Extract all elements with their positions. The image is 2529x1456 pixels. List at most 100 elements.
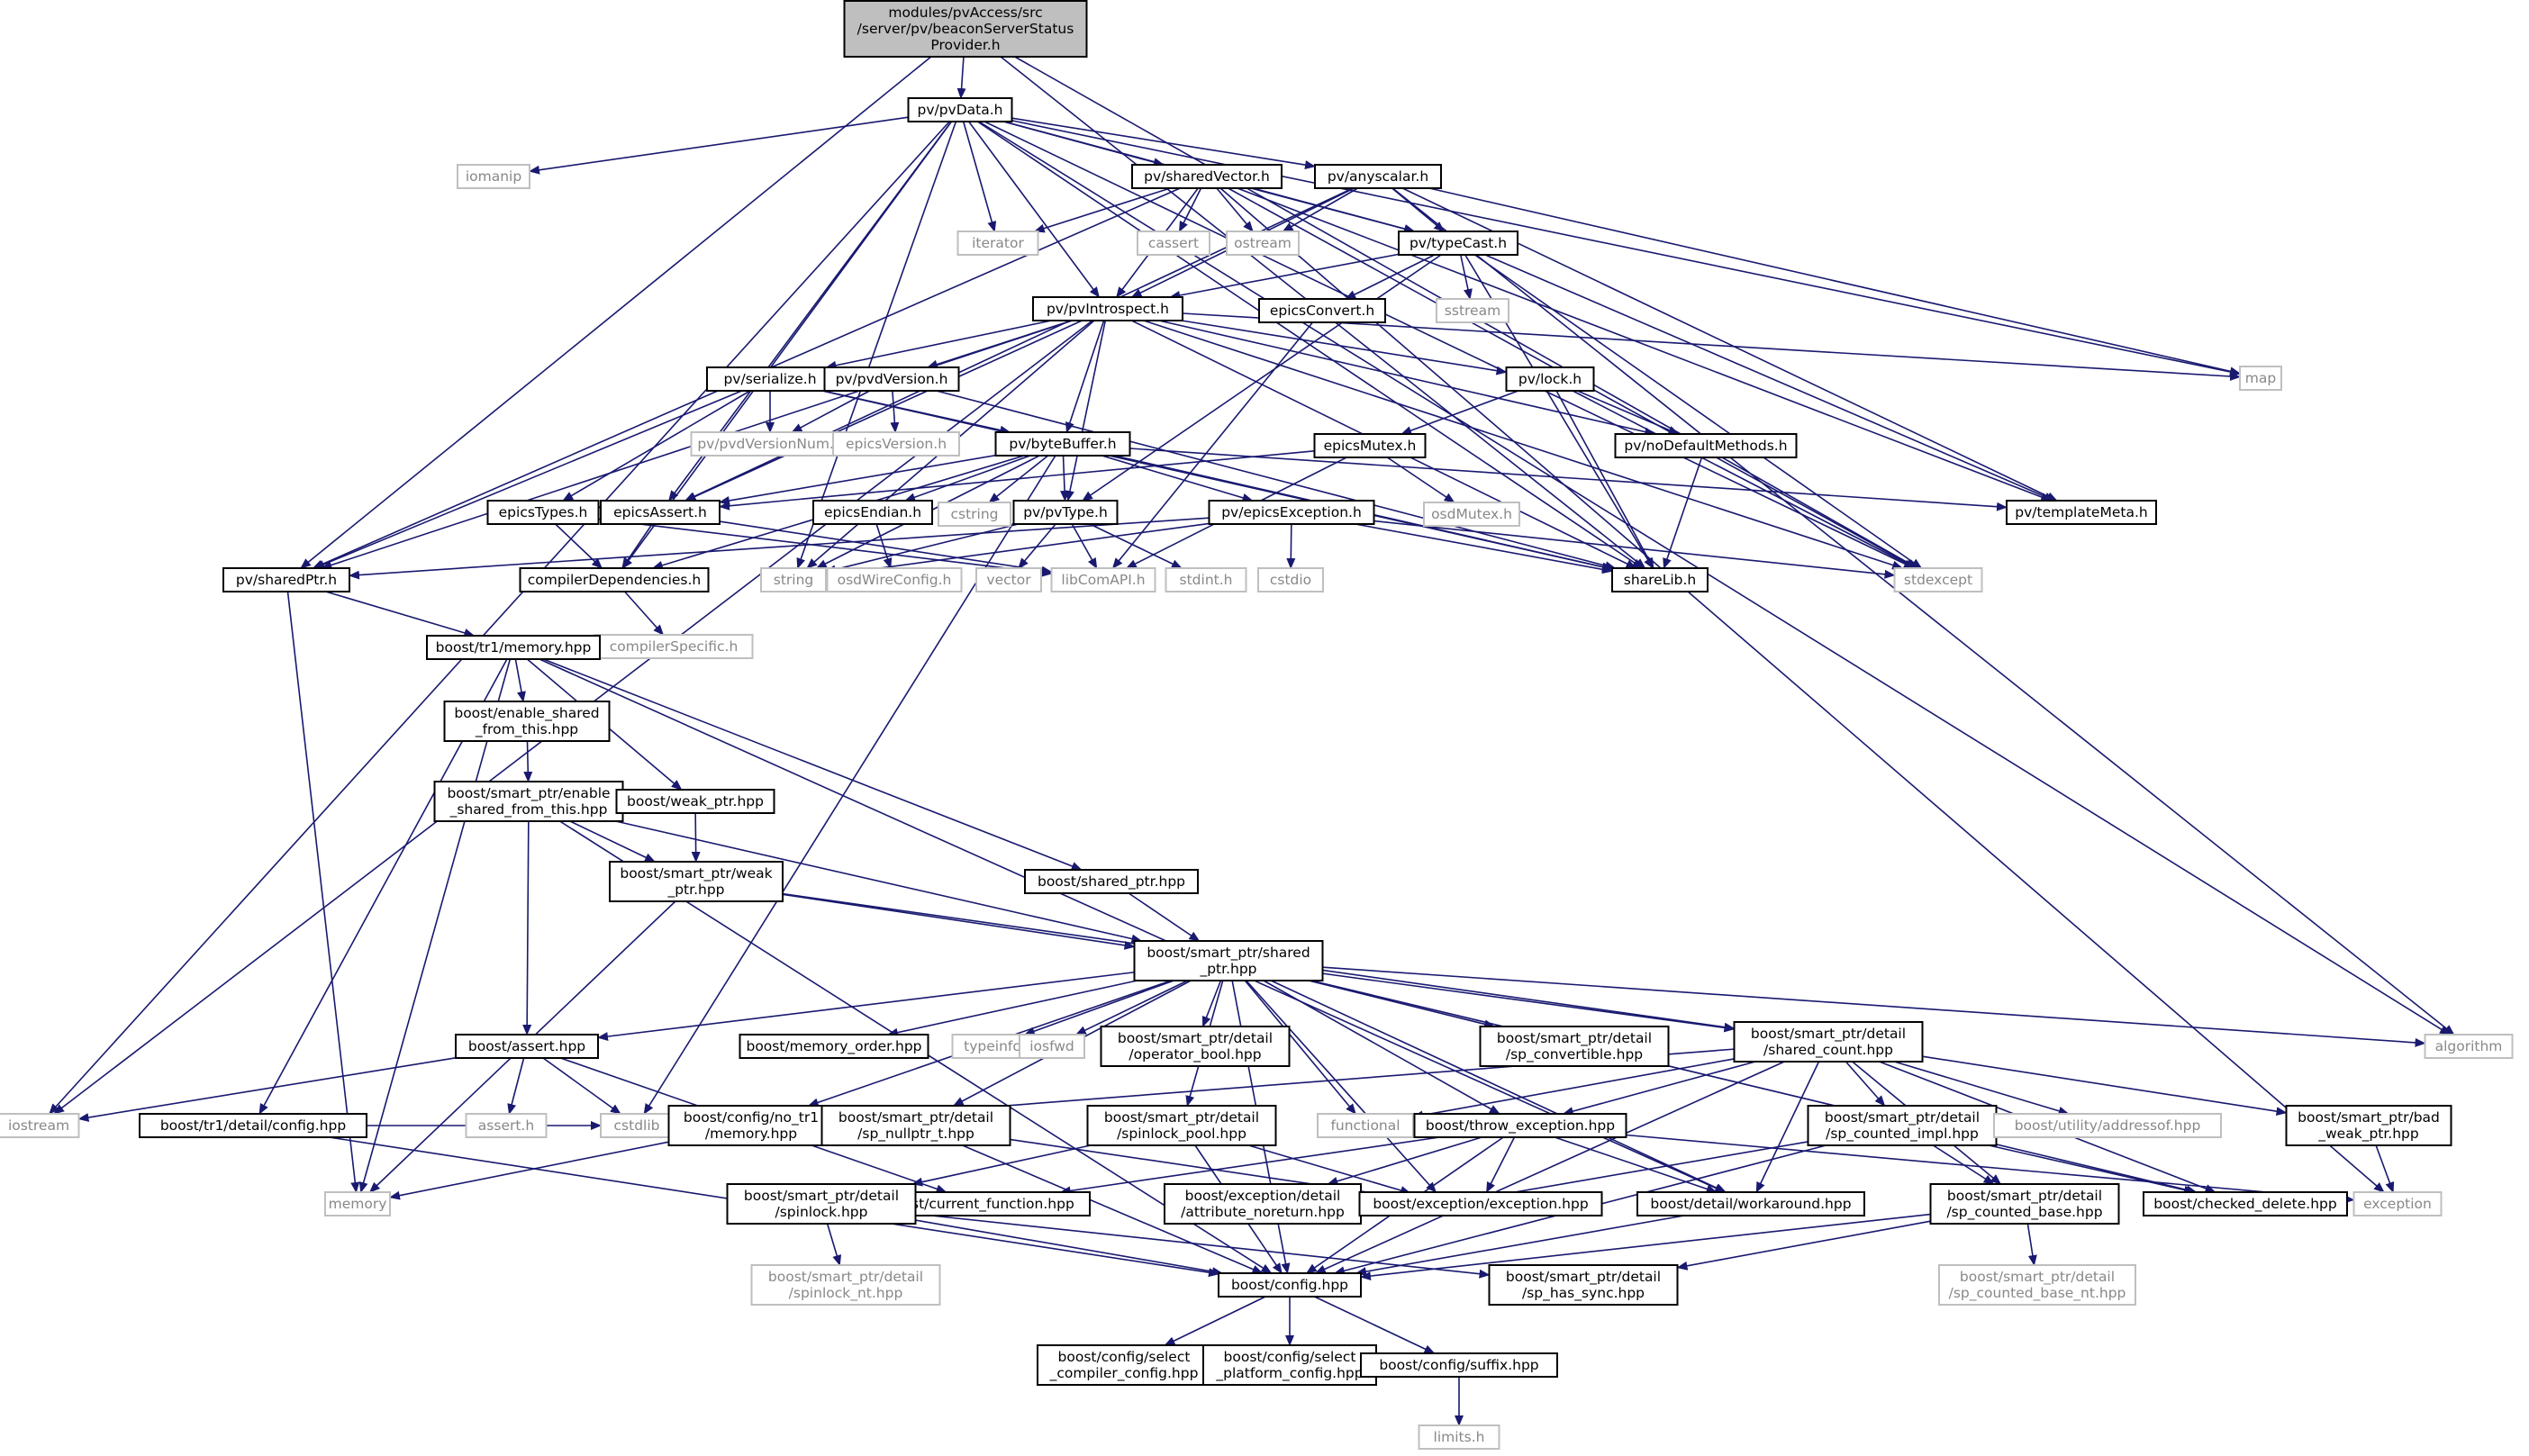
node-string: string	[760, 567, 827, 592]
node-spSharedPtr[interactable]: boost/smart_ptr/shared_ptr.hpp	[1133, 940, 1324, 981]
node-label: boost/config/select	[1058, 1349, 1191, 1365]
node-lock[interactable]: pv/lock.h	[1505, 366, 1595, 392]
node-spCountedBase[interactable]: boost/smart_ptr/detail/sp_counted_base.h…	[1929, 1183, 2120, 1225]
node-boostConfig[interactable]: boost/config.hpp	[1218, 1272, 1362, 1298]
node-label: boost/smart_ptr/detail	[1947, 1188, 2102, 1205]
node-epicsConvert[interactable]: epicsConvert.h	[1258, 298, 1386, 323]
edge-epicsConvert-to-libComAPI	[1111, 321, 1314, 569]
edge-spEnableShared-to-spSharedPtr	[615, 820, 1143, 944]
node-selectCompiler[interactable]: boost/config/select_compiler_config.hpp	[1037, 1344, 1211, 1386]
node-label: map	[2245, 370, 2276, 386]
node-spHasSync[interactable]: boost/smart_ptr/detail/sp_has_sync.hpp	[1488, 1264, 1679, 1306]
node-pvType[interactable]: pv/pvType.h	[1012, 500, 1119, 525]
node-compilerDependencies[interactable]: compilerDependencies.h	[519, 567, 710, 592]
node-selectPlatform[interactable]: boost/config/select_platform_config.hpp	[1202, 1344, 1377, 1386]
node-spWeakPtr[interactable]: boost/smart_ptr/weak_ptr.hpp	[609, 861, 784, 902]
node-label: pv/anyscalar.h	[1328, 168, 1428, 185]
edge-noDefaultMethods-to-shareLib	[1663, 457, 1703, 569]
edge-typeCast-to-epicsConvert	[1345, 254, 1436, 300]
node-box	[994, 431, 1131, 457]
edge-pvIntrospect-to-serialize	[825, 320, 1052, 370]
node-label: _ptr.hpp	[1199, 961, 1256, 978]
node-spConvertible[interactable]: boost/smart_ptr/detail/sp_convertible.hp…	[1479, 1026, 1670, 1067]
node-spinlockPool[interactable]: boost/smart_ptr/detail/spinlock_pool.hpp	[1086, 1105, 1277, 1146]
node-label: epicsTypes.h	[499, 504, 588, 520]
node-enableShared[interactable]: boost/enable_shared_from_this.hpp	[443, 701, 611, 742]
node-byteBuffer[interactable]: pv/byteBuffer.h	[994, 431, 1131, 457]
node-exception: exception	[2352, 1191, 2443, 1216]
node-box	[826, 567, 963, 592]
node-epicsMutex[interactable]: epicsMutex.h	[1313, 433, 1427, 458]
node-exceptionHpp[interactable]: boost/exception/exception.hpp	[1358, 1191, 1603, 1216]
edge-typeCast-to-sstream	[1459, 254, 1473, 300]
node-spNullptr[interactable]: boost/smart_ptr/detail/sp_nullptr_t.hpp	[820, 1105, 1011, 1146]
node-spEnableShared[interactable]: boost/smart_ptr/enable_shared_from_this.…	[433, 781, 624, 822]
node-iterator: iterator	[956, 231, 1039, 256]
node-sharedVector[interactable]: pv/sharedVector.h	[1131, 164, 1283, 189]
node-box	[812, 500, 933, 525]
node-map: map	[2239, 366, 2282, 391]
node-label: compilerDependencies.h	[528, 572, 702, 588]
node-badWeakPtr[interactable]: boost/smart_ptr/bad_weak_ptr.hpp	[2285, 1105, 2452, 1146]
node-spCountedImpl[interactable]: boost/smart_ptr/detail/sp_counted_impl.h…	[1807, 1105, 1998, 1146]
node-sharedPtrHpp[interactable]: boost/shared_ptr.hpp	[1024, 869, 1199, 894]
node-limits: limits.h	[1418, 1424, 1500, 1450]
edge-spinlockPool-to-cstddef	[1248, 1144, 1411, 1195]
node-box	[1133, 940, 1324, 981]
node-tr1memory[interactable]: boost/tr1/memory.hpp	[426, 635, 601, 660]
node-tr1config[interactable]: boost/tr1/detail/config.hpp	[139, 1113, 367, 1138]
node-shareLib[interactable]: shareLib.h	[1611, 567, 1709, 592]
node-label: pv/pvIntrospect.h	[1047, 301, 1169, 317]
node-epicsAssert[interactable]: epicsAssert.h	[600, 500, 721, 525]
node-checkedDelete[interactable]: boost/checked_delete.hpp	[2143, 1191, 2348, 1216]
node-epicsEndian[interactable]: epicsEndian.h	[812, 500, 933, 525]
node-box	[1505, 366, 1595, 392]
edge-lock-to-stdexcept	[1572, 390, 1917, 569]
edge-spSharedPtr-to-operatorBool	[1201, 980, 1222, 1027]
node-throwException[interactable]: boost/throw_exception.hpp	[1413, 1113, 1627, 1138]
node-anyscalar[interactable]: pv/anyscalar.h	[1314, 164, 1442, 189]
node-pvIntrospect[interactable]: pv/pvIntrospect.h	[1032, 296, 1183, 321]
node-attrNoreturn[interactable]: boost/exception/detail/attribute_noretur…	[1164, 1183, 1362, 1225]
node-memoryOrder[interactable]: boost/memory_order.hpp	[739, 1034, 929, 1059]
edge-spSharedPtr-to-iosfwd	[1074, 980, 1188, 1035]
edge-boostConfig-to-suffix	[1314, 1296, 1436, 1354]
node-suffix[interactable]: boost/config/suffix.hpp	[1360, 1352, 1558, 1378]
node-epicsTypes[interactable]: epicsTypes.h	[486, 500, 600, 525]
node-spinlock[interactable]: boost/smart_ptr/detail/spinlock.hpp	[726, 1183, 917, 1225]
node-typeCast[interactable]: pv/typeCast.h	[1398, 231, 1518, 256]
node-stdexcept: stdexcept	[1893, 567, 1983, 592]
edge-weakPtr-to-spWeakPtr	[691, 812, 701, 863]
node-templateMeta[interactable]: pv/templateMeta.h	[2006, 500, 2157, 525]
node-pvData[interactable]: pv/pvData.h	[907, 97, 1013, 122]
node-boostAssert[interactable]: boost/assert.hpp	[455, 1034, 599, 1059]
node-pvEpicsException[interactable]: pv/epicsException.h	[1208, 500, 1375, 525]
node-pvdVersion[interactable]: pv/pvdVersion.h	[823, 366, 960, 392]
node-label: boost/smart_ptr/weak	[620, 865, 772, 882]
node-sharedCount[interactable]: boost/smart_ptr/detail/shared_count.hpp	[1733, 1021, 1924, 1063]
node-weakPtr[interactable]: boost/weak_ptr.hpp	[615, 789, 775, 814]
node-box	[1313, 433, 1427, 458]
node-label: cstdio	[1270, 572, 1311, 588]
node-label: /sp_convertible.hpp	[1506, 1046, 1643, 1063]
node-operatorBool[interactable]: boost/smart_ptr/detail/operator_bool.hpp	[1100, 1026, 1291, 1067]
edge-spSharedPtr-to-sharedCount	[1322, 972, 1736, 1033]
node-noDefaultMethods[interactable]: pv/noDefaultMethods.h	[1614, 433, 1798, 458]
node-box	[433, 781, 624, 822]
node-root[interactable]: modules/pvAccess/src/server/pv/beaconSer…	[843, 0, 1088, 58]
node-workaround[interactable]: boost/detail/workaround.hpp	[1636, 1191, 1865, 1216]
node-label: pv/sharedPtr.h	[236, 572, 337, 588]
node-label: boost/smart_ptr/bad	[2298, 1109, 2440, 1126]
node-box	[750, 1264, 941, 1306]
node-label: boost/utility/addressof.hpp	[2015, 1117, 2201, 1134]
node-label: stdexcept	[1904, 572, 1972, 588]
node-serialize[interactable]: pv/serialize.h	[706, 366, 834, 392]
node-box	[0, 1113, 80, 1138]
node-noTr1Memory[interactable]: boost/config/no_tr1/memory.hpp	[667, 1105, 835, 1146]
node-label: pv/sharedVector.h	[1144, 168, 1270, 185]
node-label: boost/smart_ptr/detail	[768, 1269, 923, 1286]
node-box	[1636, 1191, 1865, 1216]
node-sharedPtr[interactable]: pv/sharedPtr.h	[222, 567, 350, 592]
node-cstring: cstring	[938, 502, 1011, 527]
edge-sharedPtr-to-memory	[286, 591, 360, 1193]
